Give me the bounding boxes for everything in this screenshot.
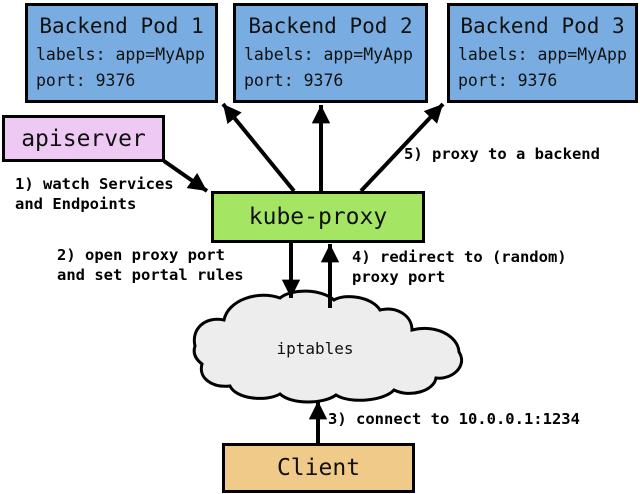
- annotation-step-5: 5) proxy to a backend: [404, 144, 600, 164]
- backend-pod-1-labels: labels: app=MyApp: [36, 45, 205, 64]
- annotation-step-5-line-1: 5) proxy to a backend: [404, 145, 600, 163]
- backend-pod-3-title: Backend Pod 3: [460, 14, 625, 38]
- backend-pod-2-title: Backend Pod 2: [248, 14, 413, 38]
- backend-pod-3-box: Backend Pod 3 labels: app=MyApp port: 93…: [447, 3, 638, 103]
- backend-pod-1-box: Backend Pod 1 labels: app=MyApp port: 93…: [25, 3, 218, 103]
- client-box: Client: [222, 443, 415, 493]
- backend-pod-3-labels: labels: app=MyApp: [458, 45, 627, 64]
- iptables-label: iptables: [276, 339, 354, 358]
- annotation-step-1-line-1: 1) watch Services: [15, 175, 174, 193]
- annotation-step-2-line-2: and set portal rules: [57, 266, 244, 284]
- annotation-step-4: 4) redirect to (random) proxy port: [352, 247, 567, 287]
- backend-pod-2-labels: labels: app=MyApp: [244, 45, 413, 64]
- annotation-step-3: 3) connect to 10.0.0.1:1234: [328, 409, 580, 429]
- backend-pod-1-title: Backend Pod 1: [39, 14, 204, 38]
- backend-pod-2-port: port: 9376: [244, 71, 344, 90]
- arrow-kube-proxy-to-pod1: [221, 102, 296, 193]
- kube-proxy-box: kube-proxy: [211, 191, 425, 243]
- apiserver-box: apiserver: [2, 115, 165, 162]
- annotation-step-1: 1) watch Services and Endpoints: [15, 174, 174, 214]
- backend-pod-2-box: Backend Pod 2 labels: app=MyApp port: 93…: [233, 3, 428, 103]
- annotation-step-4-line-1: 4) redirect to (random): [352, 248, 567, 266]
- kube-proxy-label: kube-proxy: [248, 204, 388, 230]
- annotation-step-3-line-1: 3) connect to 10.0.0.1:1234: [328, 410, 580, 428]
- annotation-step-1-line-2: and Endpoints: [15, 195, 137, 213]
- client-label: Client: [276, 455, 361, 481]
- annotation-step-4-line-2: proxy port: [352, 268, 446, 286]
- annotation-step-2: 2) open proxy port and set portal rules: [57, 245, 244, 285]
- backend-pod-1-port: port: 9376: [36, 71, 136, 90]
- apiserver-label: apiserver: [21, 125, 146, 152]
- backend-pod-3-port: port: 9376: [458, 71, 558, 90]
- annotation-step-2-line-1: 2) open proxy port: [57, 246, 225, 264]
